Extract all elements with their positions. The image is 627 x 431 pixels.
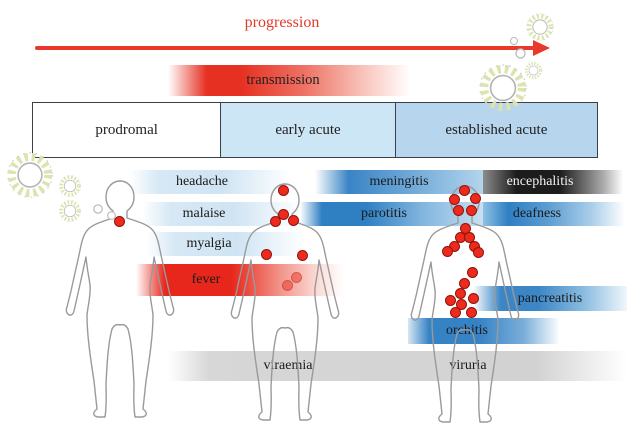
stage-prodromal-label: prodromal bbox=[95, 121, 158, 138]
pancreatitis-label: pancreatitis bbox=[517, 290, 583, 306]
viraemia-label: viraemia bbox=[263, 358, 313, 373]
transmission-band: transmission bbox=[168, 65, 410, 96]
virus-ring-icon bbox=[92, 203, 104, 215]
band-myalgia: myalgia bbox=[146, 232, 304, 256]
headache-label: headache bbox=[175, 174, 229, 189]
virus-particle-icon bbox=[58, 174, 82, 198]
virus-particle-icon bbox=[525, 12, 555, 42]
human-figure-early-acute bbox=[229, 182, 341, 424]
stage-prodromal: prodromal bbox=[33, 103, 221, 157]
stage-established-acute: established acute bbox=[394, 103, 597, 157]
band-deafness: deafness bbox=[483, 202, 625, 226]
virus-ring-icon bbox=[106, 210, 117, 221]
parotitis-label: parotitis bbox=[361, 206, 407, 221]
band-headache: headache bbox=[130, 170, 290, 194]
virus-ring-icon bbox=[509, 36, 519, 46]
transmission-label: transmission bbox=[246, 72, 320, 88]
deafness-label: deafness bbox=[512, 206, 562, 221]
progression-arrow bbox=[35, 46, 535, 50]
myalgia-label: myalgia bbox=[186, 236, 232, 251]
virus-particle-icon bbox=[5, 150, 55, 200]
stage-early-acute: early acute bbox=[220, 103, 395, 157]
virus-ring-icon bbox=[514, 47, 527, 60]
malaise-label: malaise bbox=[182, 206, 226, 221]
progression-label: progression bbox=[244, 14, 320, 31]
band-fever: fever bbox=[136, 264, 344, 296]
fever-label: fever bbox=[191, 272, 221, 287]
human-figure-established-acute bbox=[409, 184, 521, 426]
virus-particle-icon bbox=[477, 62, 529, 114]
band-pancreatitis: pancreatitis bbox=[473, 286, 627, 311]
band-encephalitis: encephalitis bbox=[483, 170, 623, 194]
encephalitis-label: encephalitis bbox=[506, 174, 574, 189]
stage-established-acute-label: established acute bbox=[445, 121, 548, 138]
meningitis-label: meningitis bbox=[369, 174, 429, 189]
virus-particle-icon bbox=[58, 199, 82, 223]
stage-bar: prodromal early acute established acute bbox=[32, 102, 598, 158]
stage-early-acute-label: early acute bbox=[275, 121, 341, 138]
progression-arrowhead-icon bbox=[533, 40, 550, 56]
